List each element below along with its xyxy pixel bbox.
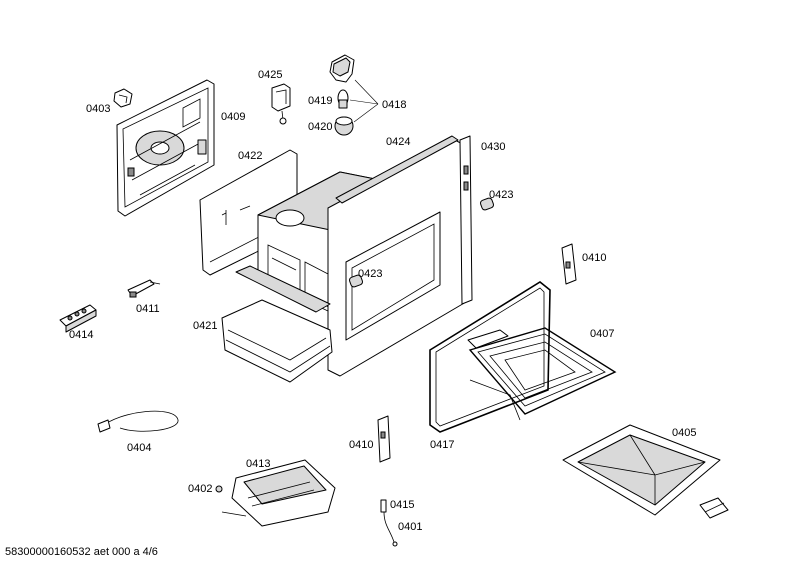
label-0402: 0402 <box>188 483 212 495</box>
part-0419-lamp-bulb <box>337 89 349 109</box>
part-0403-clip <box>113 88 133 108</box>
label-0421: 0421 <box>193 320 217 332</box>
label-0410-bottom: 0410 <box>349 439 373 451</box>
part-0409-back-panel <box>116 79 215 217</box>
label-0422: 0422 <box>238 150 262 162</box>
label-0424: 0424 <box>386 136 410 148</box>
label-0430: 0430 <box>481 141 505 153</box>
label-0415: 0415 <box>390 499 414 511</box>
part-0407-heating-element <box>467 327 617 421</box>
label-0425: 0425 <box>258 69 282 81</box>
part-0430-side-rail <box>459 135 473 305</box>
label-0410-right: 0410 <box>582 252 606 264</box>
part-0417-door-gasket <box>429 281 551 433</box>
label-0414: 0414 <box>69 329 93 341</box>
label-0420: 0420 <box>308 121 332 133</box>
label-0417: 0417 <box>430 439 454 451</box>
label-0418: 0418 <box>382 99 406 111</box>
label-0419: 0419 <box>308 95 332 107</box>
part-0424-front-frame <box>327 135 467 377</box>
part-0421-baking-tray <box>221 265 333 383</box>
leader-0418 <box>349 79 379 123</box>
part-0413-fan-cover <box>221 459 336 527</box>
label-0423-center: 0423 <box>358 268 382 280</box>
part-0418-lamp-holder <box>329 54 355 83</box>
label-0409: 0409 <box>221 111 245 123</box>
part-0414-terminal-block <box>59 304 97 333</box>
part-0410-hinge-right <box>561 243 577 285</box>
label-0404: 0404 <box>127 442 151 454</box>
label-0423-right: 0423 <box>489 189 513 201</box>
label-0413: 0413 <box>246 458 270 470</box>
label-0403: 0403 <box>86 103 110 115</box>
part-0402-screw <box>215 485 223 493</box>
label-0411: 0411 <box>136 303 160 315</box>
part-0415-probe <box>380 499 398 547</box>
part-0405-clip <box>699 497 729 519</box>
part-0410-hinge-bottom <box>377 415 391 463</box>
part-0425-bracket <box>271 83 291 125</box>
label-0405: 0405 <box>672 427 696 439</box>
part-0423-plug-center <box>348 274 364 288</box>
label-0407: 0407 <box>590 328 614 340</box>
part-0411-sensor <box>127 279 161 298</box>
part-0405-drip-tray <box>562 424 721 516</box>
label-0401: 0401 <box>398 521 422 533</box>
part-0423-plug-right <box>479 197 495 211</box>
drawing-code: 58300000160532 aet 000 a 4/6 <box>5 546 158 558</box>
part-0404-cable <box>97 410 179 433</box>
part-0420-lamp-cover <box>334 116 354 136</box>
